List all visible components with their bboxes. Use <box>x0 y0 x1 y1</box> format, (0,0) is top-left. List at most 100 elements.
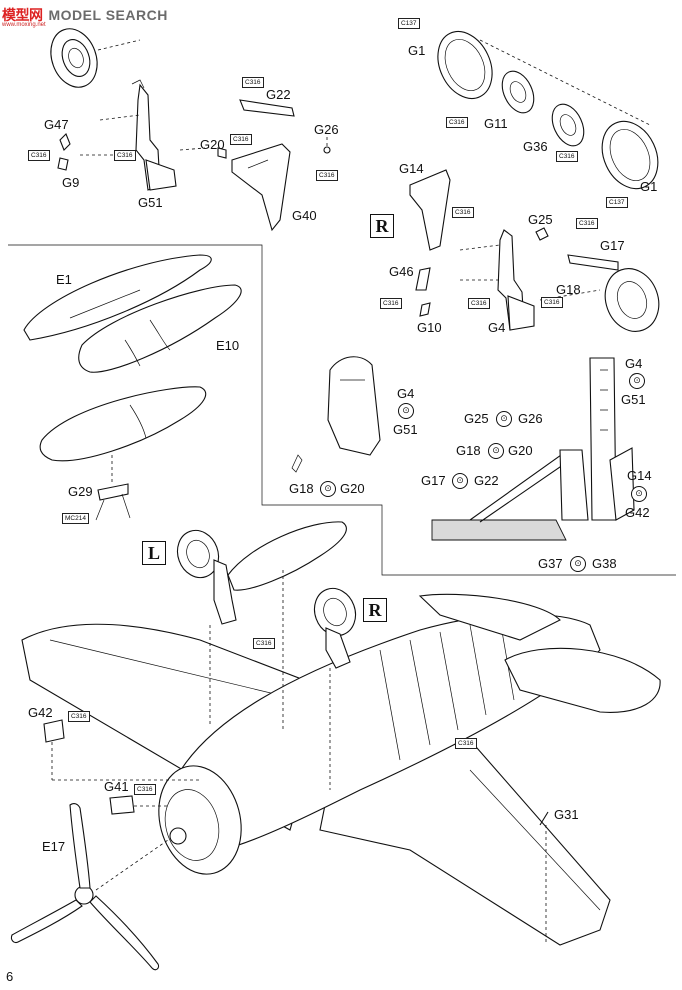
wheel-hub-left <box>61 39 91 77</box>
legend-g22: G22 <box>474 473 499 488</box>
label-g10: G10 <box>417 320 442 335</box>
wheel-right-mounted <box>313 587 357 637</box>
label-g29: G29 <box>68 484 93 499</box>
label-g47: G47 <box>44 117 69 132</box>
color-code-g4: C316 <box>468 298 490 309</box>
part-g9 <box>57 157 69 171</box>
color-code-g11: C316 <box>446 117 468 128</box>
label-g51: G51 <box>138 195 163 210</box>
glue-icon: ⊙ <box>488 443 504 459</box>
label-g18: G18 <box>556 282 581 297</box>
horizontal-tail <box>504 647 661 713</box>
inset-border <box>8 244 676 576</box>
label-g11: G11 <box>484 116 508 131</box>
legend-g25: G25 <box>464 411 489 426</box>
label-g31: G31 <box>554 807 579 822</box>
color-code-g1a: C137 <box>398 18 420 29</box>
right-wing <box>319 739 611 946</box>
wheel-right <box>604 268 660 332</box>
glue-icon: ⊙ <box>496 411 512 427</box>
marker-right: R <box>363 598 387 622</box>
color-code-fuselage-left: C316 <box>253 638 275 649</box>
watermark-url: www.moxing.net <box>2 22 46 28</box>
legend-g20-a: G20 <box>340 481 365 496</box>
label-g36: G36 <box>523 139 548 154</box>
part-g25 <box>535 227 549 241</box>
part-e10 <box>78 284 242 373</box>
part-g17 <box>567 254 619 271</box>
legend-g18-a: G18 <box>289 481 314 496</box>
part-g31 <box>539 811 549 826</box>
color-code-g22: C316 <box>242 77 264 88</box>
legend-g38: G38 <box>592 556 617 571</box>
color-code-g1b: C137 <box>606 197 628 208</box>
vertical-tail <box>418 593 561 641</box>
part-g14 <box>409 169 451 251</box>
part-g1-tire-b <box>601 120 659 190</box>
detail-strut-top <box>327 356 381 456</box>
label-g20: G20 <box>200 137 225 152</box>
legend-g37: G37 <box>538 556 563 571</box>
glue-icon: ⊙ <box>631 486 647 502</box>
page-number: 6 <box>6 969 14 984</box>
legend-g17: G17 <box>421 473 446 488</box>
glue-icon: ⊙ <box>320 481 336 497</box>
label-g41: G41 <box>104 779 129 794</box>
color-code-g25: C316 <box>576 218 598 229</box>
legend-g14: G14 <box>627 468 652 483</box>
label-e1: E1 <box>56 272 72 287</box>
part-g47 <box>59 133 71 151</box>
wheel-left-mounted <box>176 529 220 579</box>
color-code-fuselage-right: C316 <box>455 738 477 749</box>
color-code-g29: MC214 <box>62 513 89 524</box>
color-code-g14: C316 <box>452 207 474 218</box>
glue-icon: ⊙ <box>452 473 468 489</box>
label-e10: E10 <box>216 338 240 353</box>
legend-g26: G26 <box>518 411 543 426</box>
label-g42: G42 <box>28 705 53 720</box>
right-strut-group <box>409 169 660 332</box>
aircraft <box>10 521 661 971</box>
legend-g51-b: G51 <box>621 392 646 407</box>
right-wheel-exploded <box>437 31 659 190</box>
part-g11 <box>501 70 535 114</box>
part-g1-tire-a <box>437 31 493 99</box>
part-e1 <box>23 254 212 341</box>
glue-icon: ⊙ <box>398 403 414 419</box>
part-g29 <box>97 483 129 501</box>
part-g10 <box>419 302 431 317</box>
strut-detail <box>291 356 381 473</box>
label-g25: G25 <box>528 212 553 227</box>
label-g46: G46 <box>389 264 414 279</box>
label-g4: G4 <box>488 320 506 335</box>
color-code-g46: C316 <box>380 298 402 309</box>
label-g1a: G1 <box>408 43 426 58</box>
detail-strut-column <box>589 357 617 521</box>
watermark: 模型网 MODEL SEARCH <box>2 2 168 28</box>
legend-g18-b: G18 <box>456 443 481 458</box>
label-g22: G22 <box>266 87 291 102</box>
legend-g4-a: G4 <box>397 386 415 401</box>
fairing-exploded <box>23 254 242 521</box>
part-g41 <box>109 795 135 815</box>
label-g40: G40 <box>292 208 317 223</box>
part-g20 <box>217 147 227 159</box>
marker-right-top: R <box>370 214 394 238</box>
glue-icon: ⊙ <box>629 373 645 389</box>
part-g22 <box>239 99 295 117</box>
fairing-mounted <box>227 521 347 591</box>
strut-detail-large <box>431 357 635 541</box>
color-code-g47: C316 <box>28 150 50 161</box>
legend-g51-a: G51 <box>393 422 418 437</box>
legend-g42: G42 <box>625 505 650 520</box>
color-code-g42: C316 <box>68 711 90 722</box>
left-strut-group <box>57 79 206 191</box>
propeller-e17 <box>10 803 169 971</box>
label-g17: G17 <box>600 238 625 253</box>
left-wheel-group <box>50 28 141 88</box>
color-code-g41: C316 <box>134 784 156 795</box>
label-g14: G14 <box>399 161 424 176</box>
legend-g4-b: G4 <box>625 356 643 371</box>
legend-g20-b: G20 <box>508 443 533 458</box>
